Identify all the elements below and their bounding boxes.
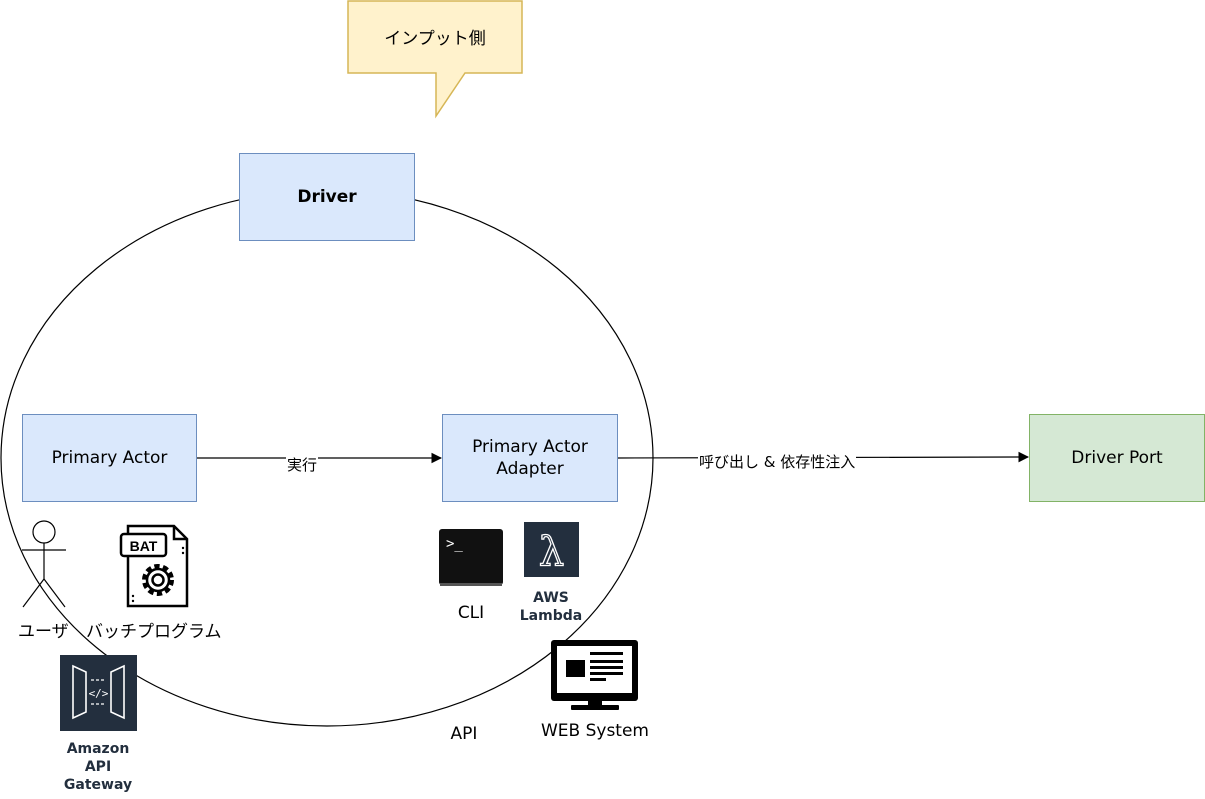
aws-api-gateway-icon: </> (60, 655, 137, 731)
stick-figure-icon (22, 520, 66, 608)
lambda-glyph: λ (539, 529, 564, 575)
bat-file-gear-icon: BAT (119, 524, 189, 608)
api-gateway-label: Amazon API Gateway (63, 741, 133, 793)
primary-actor-adapter-node[interactable]: Primary Actor Adapter (442, 414, 618, 502)
cli-label: CLI (457, 603, 485, 623)
edge-call-inject-label: 呼び出し & 依存性注入 (698, 451, 857, 472)
driver-port-label: Driver Port (1071, 448, 1163, 468)
api-label: API (450, 724, 478, 744)
primary-actor-adapter-label: Primary Actor Adapter (472, 437, 588, 479)
primary-actor-node[interactable]: Primary Actor (22, 414, 197, 502)
terminal-prompt: >_ (446, 536, 463, 552)
bat-badge-text: BAT (130, 538, 158, 554)
callout-text: インプット側 (384, 29, 486, 49)
driver-label: Driver (297, 187, 357, 207)
batch-label: バッチプログラム (86, 622, 222, 642)
user-label: ユーザ (18, 622, 69, 642)
api-gateway-glyph: </> (89, 687, 109, 700)
aws-lambda-icon: λ (524, 522, 579, 577)
callout-shape (347, 0, 523, 119)
driver-port-node[interactable]: Driver Port (1029, 414, 1205, 502)
lambda-label: AWS Lambda (519, 590, 583, 624)
edge-execute-label: 実行 (286, 454, 319, 475)
terminal-icon: >_ (439, 529, 503, 586)
web-system-label: WEB System (540, 721, 649, 741)
monitor-icon (551, 640, 638, 710)
driver-node[interactable]: Driver (239, 153, 415, 241)
primary-actor-label: Primary Actor (51, 448, 168, 468)
